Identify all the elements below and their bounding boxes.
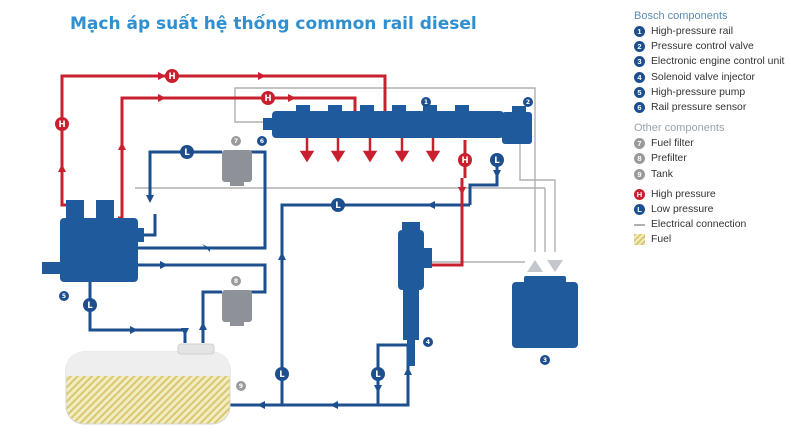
legend-label: Fuel filter: [651, 138, 694, 150]
low-pressure-badge: L: [180, 145, 194, 159]
svg-text:6: 6: [260, 138, 264, 145]
component-badge-7: 7: [231, 136, 241, 146]
flow-arrows-blue: [130, 148, 501, 409]
svg-text:1: 1: [424, 99, 428, 106]
svg-text:L: L: [279, 370, 285, 380]
legend-item-high-pressure: H High pressure: [634, 187, 790, 202]
svg-text:8: 8: [234, 278, 238, 285]
rail-outlet-arrows: [299, 138, 441, 163]
svg-text:H: H: [264, 94, 271, 104]
svg-text:L: L: [375, 370, 381, 380]
legend-item: 7 Fuel filter: [634, 136, 790, 151]
component-badge-1: 1: [421, 97, 431, 107]
svg-text:2: 2: [526, 99, 530, 106]
low-pressure-badge: L: [331, 198, 345, 212]
legend-label: Rail pressure sensor: [651, 102, 747, 114]
low-pressure-badge: L: [83, 298, 97, 312]
legend-item: 3 Electronic engine control unit: [634, 54, 790, 69]
high-pressure-icon: H: [634, 188, 645, 200]
component-number-badges: 1 2 3 4 5 6 7 8 9: [59, 97, 550, 391]
legend-bosch-heading: Bosch components: [634, 10, 728, 22]
legend-label: Prefilter: [651, 153, 687, 165]
legend-label: High pressure: [651, 188, 716, 200]
svg-text:9: 9: [239, 383, 243, 390]
number-badge: 7: [634, 138, 645, 150]
high-pressure-pump: [42, 200, 144, 282]
low-pressure-lines: [88, 150, 499, 407]
svg-text:H: H: [58, 120, 65, 130]
component-badge-4: 4: [423, 337, 433, 347]
prefilter: [222, 290, 252, 326]
electrical-line-icon: [634, 223, 645, 226]
engine-control-unit: [512, 260, 578, 348]
legend-label: Solenoid valve injector: [651, 71, 755, 83]
svg-text:7: 7: [234, 138, 238, 145]
legend-label: Pressure control valve: [651, 41, 754, 53]
legend-item: 1 High-pressure rail: [634, 24, 790, 39]
number-badge: 1: [634, 26, 645, 38]
legend-item: 2 Pressure control valve: [634, 39, 790, 54]
component-badge-6: 6: [257, 136, 267, 146]
number-badge: 4: [634, 71, 645, 83]
svg-text:5: 5: [62, 293, 66, 300]
component-badge-2: 2: [523, 97, 533, 107]
number-badge: 9: [634, 168, 645, 180]
svg-text:L: L: [87, 301, 93, 311]
svg-text:4: 4: [426, 339, 430, 346]
legend-item-electrical: Electrical connection: [634, 217, 790, 232]
legend-label: Tank: [651, 168, 673, 180]
legend-other-heading: Other components: [634, 122, 725, 135]
legend-item: 9 Tank: [634, 167, 790, 182]
component-badge-3: 3: [540, 355, 550, 365]
fuel-tank: [65, 343, 231, 425]
high-pressure-rail: [263, 105, 504, 138]
number-badge: 3: [634, 56, 645, 68]
legend-item: 8 Prefilter: [634, 151, 790, 166]
electrical-lines: [135, 87, 556, 263]
number-badge: 2: [634, 41, 645, 53]
number-badge: 8: [634, 153, 645, 165]
legend-label: High-pressure rail: [651, 26, 733, 38]
legend-item-low-pressure: L Low pressure: [634, 202, 790, 217]
svg-text:H: H: [168, 72, 175, 82]
fuel-filter: [222, 150, 252, 186]
legend-item: 4 Solenoid valve injector: [634, 70, 790, 85]
legend-label: Electrical connection: [651, 219, 747, 231]
legend-label: Electronic engine control unit: [651, 56, 785, 68]
pressure-control-valve: [502, 106, 532, 144]
svg-text:H: H: [461, 156, 468, 166]
diagram-title: Mạch áp suất hệ thống common rail diesel: [70, 14, 477, 34]
flow-arrows-red: [58, 72, 466, 195]
high-pressure-badge: H: [261, 91, 275, 105]
low-pressure-icon: L: [634, 203, 645, 215]
svg-text:L: L: [184, 148, 190, 158]
number-badge: 6: [634, 102, 645, 114]
fuel-hatch-icon: [634, 234, 645, 246]
component-badge-9: 9: [236, 381, 246, 391]
pressure-badges: H H H H L L L L L L: [55, 69, 504, 381]
legend-label: High-pressure pump: [651, 86, 746, 98]
high-pressure-badge: H: [458, 153, 472, 167]
legend-item: 5 High-pressure pump: [634, 85, 790, 100]
legend-item-fuel: Fuel: [634, 232, 790, 247]
low-pressure-badge: L: [371, 367, 385, 381]
legend-item: 6 Rail pressure sensor: [634, 100, 790, 115]
low-pressure-badge: L: [275, 367, 289, 381]
component-badge-8: 8: [231, 276, 241, 286]
high-pressure-badge: H: [165, 69, 179, 83]
component-badge-5: 5: [59, 291, 69, 301]
svg-text:L: L: [335, 201, 341, 211]
number-badge: 5: [634, 86, 645, 98]
svg-text:L: L: [494, 156, 500, 166]
legend-label: Low pressure: [651, 203, 714, 215]
solenoid-valve-injector: [398, 222, 432, 366]
svg-text:3: 3: [543, 357, 547, 364]
high-pressure-badge: H: [55, 117, 69, 131]
low-pressure-badge: L: [490, 153, 504, 167]
legend-label: Fuel: [651, 234, 672, 246]
